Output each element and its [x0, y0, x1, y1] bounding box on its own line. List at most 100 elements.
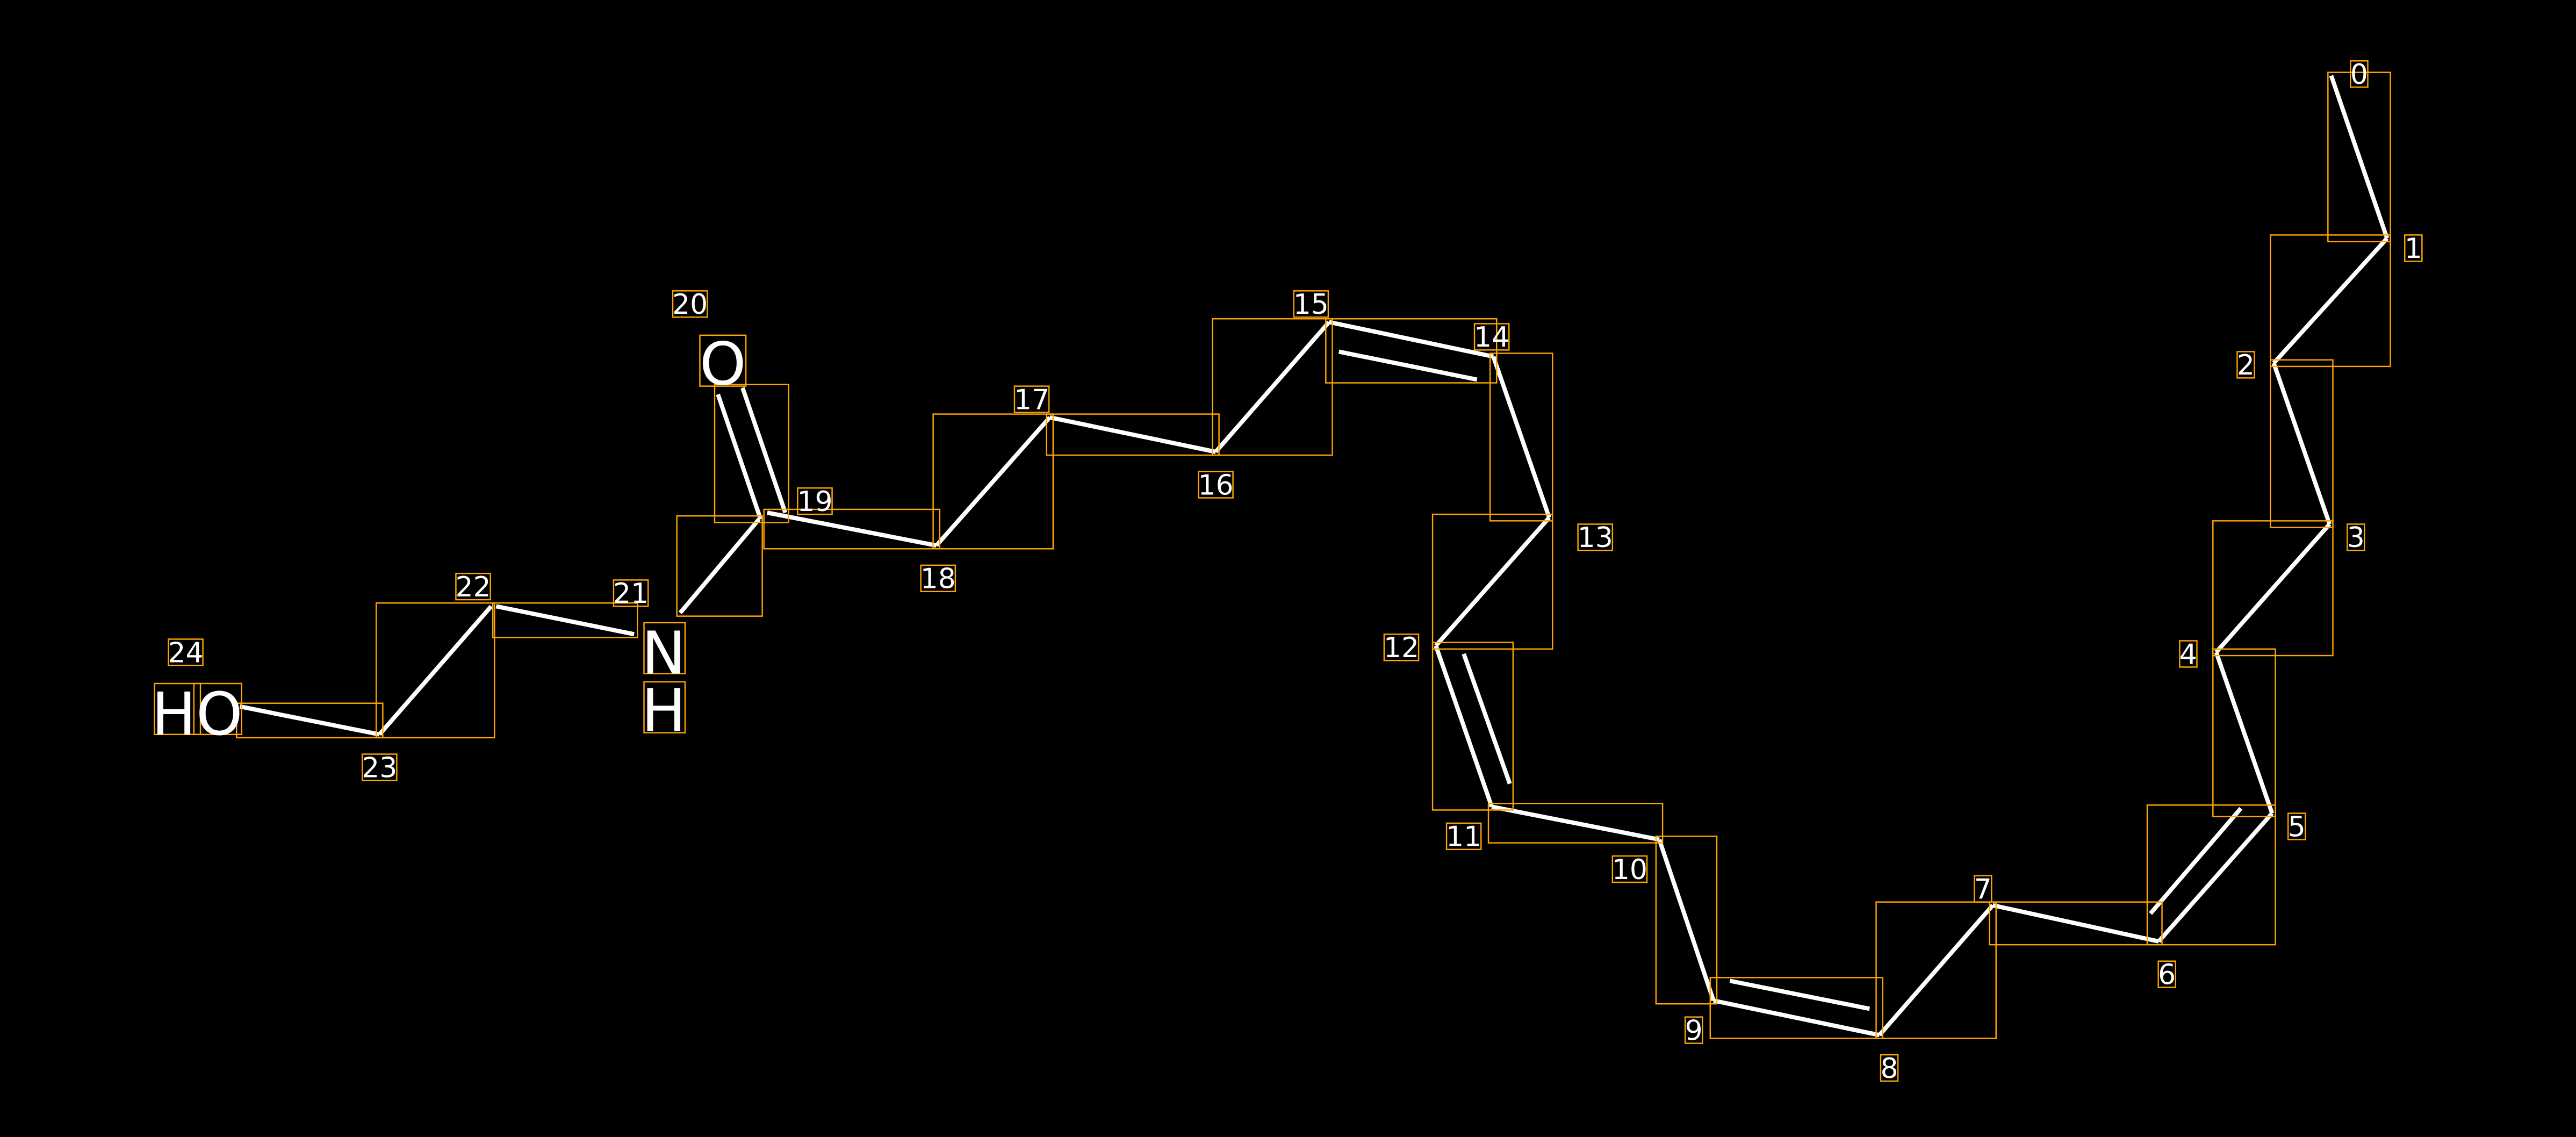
bond-bbox-8-9 [1709, 977, 1884, 1039]
bond-18-19 [767, 510, 937, 548]
bond-bbox-9-10 [1655, 836, 1718, 1005]
bond-5-6-inner-line [2149, 807, 2243, 915]
bond-bbox-11-12 [1431, 642, 1514, 811]
index-bbox [1880, 1054, 1899, 1082]
bond-8-9 [1713, 998, 1880, 1038]
bond-0-1 [2329, 75, 2390, 239]
atom-index-label: 6 [2158, 959, 2176, 991]
index-bbox [920, 564, 956, 593]
bond-3-4 [2214, 522, 2332, 654]
atom-index-label: 2 [2237, 349, 2255, 382]
index-bbox [1013, 385, 1050, 413]
bond-bbox-17-18 [932, 413, 1054, 550]
index-bbox [1684, 1016, 1703, 1044]
bond-bbox-10-11 [1487, 802, 1664, 844]
bond-bbox-14-15 [1325, 318, 1498, 384]
bond-14-15-inner-line [1338, 349, 1478, 382]
index-bbox [2287, 812, 2306, 840]
index-bbox [672, 290, 708, 318]
atom-bbox [699, 334, 747, 387]
atom-index-label: 14 [1474, 321, 1509, 354]
index-bbox [1198, 471, 1234, 499]
index-bbox [2157, 960, 2176, 988]
index-bbox [1293, 290, 1329, 318]
bond-bbox-0-1 [2327, 71, 2391, 242]
bond-17-18 [934, 416, 1052, 547]
bond-19-20 [740, 387, 788, 514]
bond-bbox-22-23 [375, 602, 495, 739]
bond-10-11 [1491, 804, 1660, 842]
index-bbox [2179, 640, 2198, 668]
index-bbox [2236, 351, 2255, 379]
index-bbox [1577, 523, 1614, 551]
bond-bbox-18-19 [763, 508, 941, 550]
atom-index-label: 0 [2350, 59, 2368, 91]
atom-index-label: 20 [672, 289, 708, 321]
index-bbox [1974, 875, 1992, 903]
atom-index-label: 1 [2405, 233, 2422, 265]
bond-bbox-2-3 [2270, 359, 2334, 528]
bond-12-13 [1434, 516, 1551, 647]
bond-bbox-7-8 [1875, 901, 1997, 1039]
atom-index-label: 21 [613, 578, 649, 610]
atom-index-label: 22 [455, 571, 491, 603]
atom-index-label: 5 [2288, 811, 2306, 843]
bond-11-12 [1434, 645, 1494, 808]
bond-23-24 [239, 704, 380, 737]
atom-index-label: 18 [920, 563, 956, 595]
bond-6-7 [1992, 903, 2160, 944]
atom-bbox [154, 682, 202, 736]
atom-index-label: 23 [362, 752, 397, 784]
bond-bbox-5-6 [2146, 804, 2276, 946]
atom-index-label: 16 [1198, 469, 1233, 501]
bond-21-22 [495, 604, 635, 637]
bond-bbox-23-24 [236, 702, 384, 739]
bond-bbox-15-16 [1212, 318, 1333, 456]
atom-index-label: 8 [1880, 1053, 1898, 1085]
bond-bbox-16-17 [1046, 413, 1220, 456]
bond-19-21 [678, 517, 761, 615]
atom-symbol-o: O [700, 330, 746, 399]
bond-1-2 [2272, 236, 2389, 365]
atom-symbol-nh-hydrogen: H [642, 677, 686, 745]
index-bbox [2404, 234, 2423, 262]
index-bbox [613, 579, 649, 607]
bond-bbox-3-4 [2212, 520, 2334, 657]
bond-bbox-12-13 [1431, 513, 1553, 650]
index-bbox [455, 572, 491, 601]
atom-symbol-nh: N [642, 619, 686, 688]
atom-bbox [193, 682, 242, 736]
atom-index-label: 4 [2179, 638, 2197, 671]
bond-13-14 [1491, 356, 1551, 519]
bond-4-5 [2214, 651, 2275, 814]
bond-7-8 [1877, 904, 1995, 1037]
index-bbox [2347, 523, 2365, 551]
index-bbox [2350, 60, 2369, 88]
atom-index-label: 17 [1014, 384, 1049, 416]
bond-22-23 [378, 605, 493, 736]
bond-bbox-19-21 [676, 515, 763, 617]
index-bbox [361, 753, 398, 781]
bond-bbox-1-2 [2270, 234, 2391, 368]
bond-11-12-inner-line [1462, 653, 1512, 785]
bond-19-20-inner-line [716, 393, 763, 520]
atom-index-label: 24 [168, 637, 203, 669]
bond-15-16 [1214, 320, 1331, 454]
bond-bbox-21-22 [492, 602, 638, 638]
atom-bbox [643, 622, 686, 674]
bond-9-10 [1657, 839, 1716, 1002]
bond-14-15 [1328, 320, 1494, 359]
atom-index-label: 7 [1974, 874, 1992, 906]
atom-index-label: 15 [1293, 289, 1329, 321]
atom-index-label: 10 [1612, 854, 1647, 886]
index-bbox [1445, 822, 1482, 851]
bond-16-17 [1049, 415, 1217, 454]
atom-index-label: 13 [1578, 522, 1613, 554]
index-bbox [168, 638, 204, 666]
index-bbox [1611, 855, 1648, 883]
bond-bbox-19-20 [714, 384, 789, 523]
bond-bbox-6-7 [1989, 901, 2163, 946]
atom-index-label: 19 [797, 486, 832, 518]
